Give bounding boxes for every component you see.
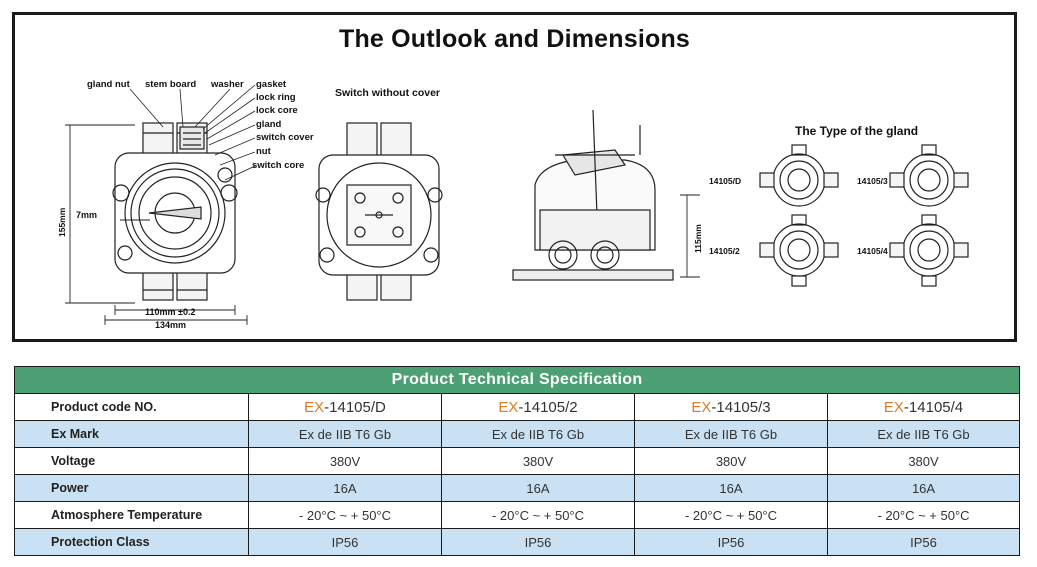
table-cell: - 20°C ~ + 50°C (634, 501, 828, 529)
table-cell: 380V (634, 447, 828, 475)
label-washer: washer (210, 79, 244, 90)
code-prefix: EX (883, 398, 904, 416)
row-label: Protection Class (14, 528, 249, 556)
label-gland-3: 14105/3 (857, 176, 888, 186)
table-row: Atmosphere Temperature - 20°C ~ + 50°C -… (14, 501, 1021, 529)
table-cell: 380V (441, 447, 635, 475)
code-number: -14105/3 (711, 398, 771, 416)
code-prefix: EX (691, 398, 712, 416)
label-dim-115: 115mm (693, 224, 703, 253)
table-row: Product code NO. EX-14105/D EX-14105/2 E… (14, 393, 1021, 421)
label-gasket: gasket (256, 79, 287, 90)
label-gland-4: 14105/4 (857, 246, 888, 256)
table-row: Ex Mark Ex de IIB T6 Gb Ex de IIB T6 Gb … (14, 420, 1021, 448)
label-gland: gland (256, 119, 282, 130)
label-gland-nut: gland nut (87, 79, 131, 90)
front-view-drawing (112, 122, 238, 301)
table-cell: IP56 (441, 528, 635, 556)
table-cell: Ex de IIB T6 Gb (634, 420, 828, 448)
table-cell: IP56 (826, 528, 1021, 556)
spec-table-title: Product Technical Specification (13, 366, 1021, 394)
table-cell: - 20°C ~ + 50°C (441, 501, 635, 529)
row-label-product-code: Product code NO. (14, 393, 249, 421)
label-gland-2: 14105/2 (709, 246, 740, 256)
table-row: Protection Class IP56 IP56 IP56 IP56 (14, 528, 1021, 556)
table-cell: Ex de IIB T6 Gb (826, 420, 1021, 448)
table-row: Power 16A 16A 16A 16A (14, 474, 1021, 502)
table-cell: - 20°C ~ + 50°C (248, 501, 442, 529)
label-dim-134: 134mm (155, 320, 186, 330)
product-code-cell: EX-14105/D (248, 393, 442, 421)
label-stem-board: stem board (145, 79, 196, 90)
technical-drawing: gland nut stem board washer gasket lock … (57, 79, 969, 330)
row-label: Ex Mark (14, 420, 249, 448)
dimension-drawing-panel: The Outlook and Dimensions (12, 12, 1017, 342)
label-lock-ring: lock ring (256, 92, 296, 103)
table-cell: Ex de IIB T6 Gb (441, 420, 635, 448)
gland-type-drawings (759, 144, 969, 287)
product-code-cell: EX-14105/3 (634, 393, 828, 421)
label-dim-110: 110mm ±0.2 (145, 307, 195, 317)
switch-without-cover-drawing (315, 122, 443, 301)
code-prefix: EX (304, 398, 325, 416)
row-label: Atmosphere Temperature (14, 501, 249, 529)
label-lock-core: lock core (256, 105, 298, 116)
product-code-cell: EX-14105/4 (826, 393, 1021, 421)
label-dim-155: 155mm (57, 207, 67, 237)
table-cell: IP56 (634, 528, 828, 556)
label-nut: nut (256, 146, 272, 157)
row-label: Power (14, 474, 249, 502)
table-cell: 16A (441, 474, 635, 502)
table-row: Voltage 380V 380V 380V 380V (14, 447, 1021, 475)
product-code-cell: EX-14105/2 (441, 393, 635, 421)
page-title: The Outlook and Dimensions (338, 25, 691, 53)
label-switch-core: switch core (252, 160, 304, 171)
spec-table: Product Technical Specification Product … (13, 366, 1021, 556)
label-switch-without-cover: Switch without cover (335, 87, 440, 99)
table-cell: 380V (826, 447, 1021, 475)
table-cell: 16A (248, 474, 442, 502)
label-switch-cover: switch cover (256, 132, 314, 143)
side-section-drawing (512, 109, 674, 281)
code-number: -14105/2 (518, 398, 578, 416)
label-dim-7: 7mm (76, 210, 97, 220)
label-gland-type-title: The Type of the gland (795, 124, 918, 138)
table-cell: Ex de IIB T6 Gb (248, 420, 442, 448)
code-prefix: EX (498, 398, 519, 416)
table-cell: 380V (248, 447, 442, 475)
table-cell: - 20°C ~ + 50°C (826, 501, 1021, 529)
code-number: -14105/4 (903, 398, 964, 416)
table-cell: IP56 (248, 528, 442, 556)
code-number: -14105/D (324, 398, 386, 416)
table-cell: 16A (634, 474, 828, 502)
row-label: Voltage (14, 447, 249, 475)
table-cell: 16A (826, 474, 1021, 502)
label-gland-d: 14105/D (709, 176, 741, 186)
